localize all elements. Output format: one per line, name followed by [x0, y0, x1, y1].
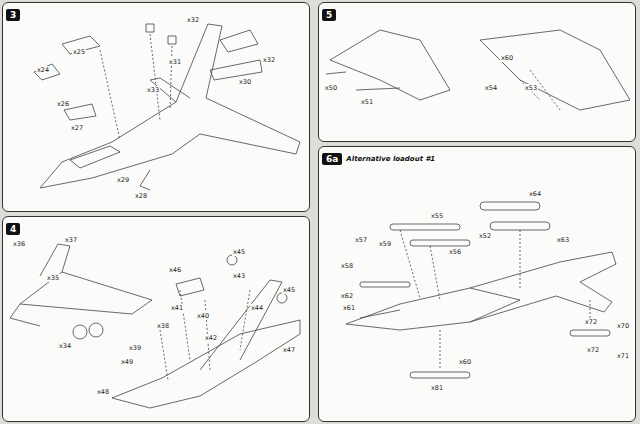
callout-number: x31 [168, 58, 182, 66]
callout-number: x71 [616, 352, 630, 360]
callout-number: x46 [168, 266, 182, 274]
callout-number: x63 [556, 236, 570, 244]
callout-number: x42 [204, 334, 218, 342]
callout-number: x56 [448, 248, 462, 256]
callout-number: x72 [584, 318, 598, 326]
callout-number: x26 [56, 100, 70, 108]
callout-number: x41 [170, 304, 184, 312]
callout-number: x44 [250, 304, 264, 312]
callout-number: x33 [146, 86, 160, 94]
callout-number: x38 [156, 322, 170, 330]
callout-number: x32 [262, 56, 276, 64]
step-panel: 4 [2, 216, 310, 422]
step-heading: Alternative loadout #1 [346, 155, 435, 163]
callout-number: x81 [430, 384, 444, 392]
callout-number: x34 [58, 342, 72, 350]
step-panel: 6a Alternative loadout #1 [318, 146, 636, 422]
callout-number: x43 [232, 272, 246, 280]
callout-number: x51 [360, 98, 374, 106]
callout-number: x25 [72, 48, 86, 56]
callout-number: x45 [232, 248, 246, 256]
callout-number: x57 [354, 236, 368, 244]
callout-number: x54 [484, 84, 498, 92]
callout-number: x40 [196, 312, 210, 320]
step-panel: 3 [2, 2, 310, 212]
callout-number: x24 [36, 66, 50, 74]
callout-number: x45 [282, 286, 296, 294]
callout-number: x27 [70, 124, 84, 132]
step-panel: 5 [318, 2, 636, 142]
callout-number: x48 [96, 388, 110, 396]
callout-number: x60 [500, 54, 514, 62]
callout-number: x58 [340, 262, 354, 270]
callout-number: x59 [378, 240, 392, 248]
callout-number: x49 [120, 358, 134, 366]
callout-number: x35 [46, 274, 60, 282]
callout-number: x36 [12, 240, 26, 248]
callout-number: x29 [116, 176, 130, 184]
step-number: 6a [322, 153, 342, 165]
callout-number: x53 [524, 84, 538, 92]
step-number: 3 [6, 9, 20, 21]
step-number: 5 [322, 9, 336, 21]
callout-number: x30 [238, 78, 252, 86]
callout-number: x62 [340, 292, 354, 300]
step-number: 4 [6, 223, 20, 235]
callout-number: x50 [324, 84, 338, 92]
callout-number: x55 [430, 212, 444, 220]
callout-number: x28 [134, 192, 148, 200]
callout-number: x60 [458, 358, 472, 366]
callout-number: x47 [282, 346, 296, 354]
callout-number: x64 [528, 190, 542, 198]
callout-number: x61 [342, 304, 356, 312]
callout-number: x52 [478, 232, 492, 240]
callout-number: x70 [616, 322, 630, 330]
callout-number: x39 [128, 344, 142, 352]
callout-number: x32 [186, 16, 200, 24]
callout-number: x37 [64, 236, 78, 244]
callout-number: x72 [586, 346, 600, 354]
